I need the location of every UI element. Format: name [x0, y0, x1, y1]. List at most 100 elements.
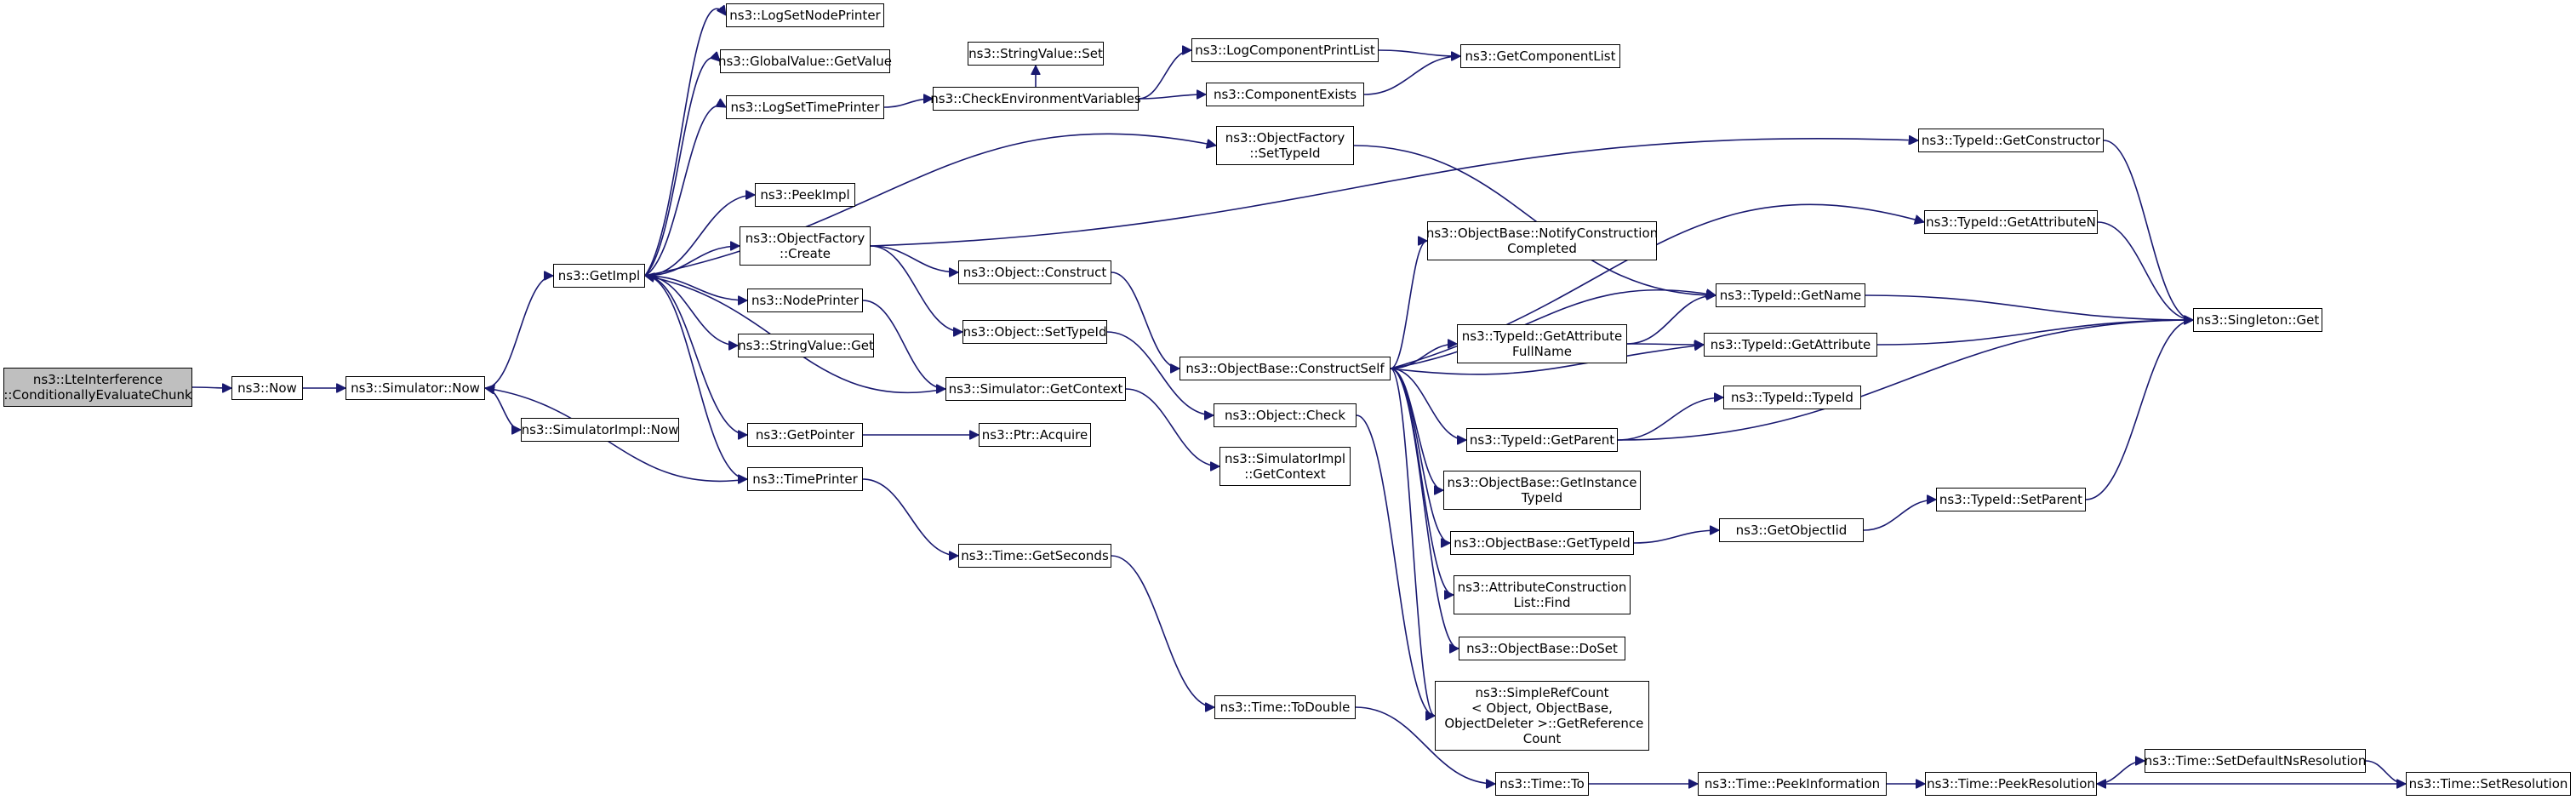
call-edge — [1617, 397, 1723, 441]
call-edge — [1633, 530, 1719, 544]
call-edge — [1390, 368, 1466, 440]
function-node[interactable]: ns3::LogSetNodePrinter — [726, 3, 884, 27]
call-edge — [862, 478, 958, 556]
function-node[interactable]: ns3::Object::Construct — [958, 260, 1111, 284]
call-edge — [1125, 388, 1219, 466]
function-node[interactable]: ns3::Ptr::Acquire — [979, 423, 1091, 447]
function-node[interactable]: ns3::Time::SetDefaultNsResolution — [2145, 749, 2366, 773]
call-edge — [1363, 56, 1460, 95]
function-node[interactable]: ns3::Object::SetTypeId — [962, 320, 1107, 344]
call-edge — [1355, 706, 1495, 784]
function-node[interactable]: ns3::TypeId::GetName — [1716, 283, 1865, 307]
function-node[interactable]: ns3::SimulatorImpl ::GetContext — [1219, 447, 1351, 486]
function-node[interactable]: ns3::Time::GetSeconds — [958, 544, 1111, 568]
function-node[interactable]: ns3::NodePrinter — [747, 289, 863, 312]
call-edge — [1626, 344, 1704, 345]
function-node[interactable]: ns3::ObjectBase::DoSet — [1459, 637, 1625, 660]
call-edge — [870, 139, 1918, 247]
call-edge — [644, 246, 740, 277]
call-edge — [644, 133, 1216, 277]
call-edge — [1617, 320, 2193, 441]
call-edge — [1378, 49, 1460, 56]
function-node[interactable]: ns3::GetComponentList — [1460, 44, 1620, 68]
function-node[interactable]: ns3::Object::Check — [1214, 403, 1357, 427]
call-edge — [644, 106, 726, 277]
root-function-node: ns3::LteInterference ::ConditionallyEval… — [3, 368, 192, 407]
call-edge — [1390, 290, 1716, 369]
function-node[interactable]: ns3::ObjectBase::ConstructSelf — [1179, 357, 1391, 380]
function-node[interactable]: ns3::Singleton::Get — [2193, 308, 2322, 332]
function-node[interactable]: ns3::ComponentExists — [1206, 83, 1364, 106]
function-node[interactable]: ns3::ObjectBase::GetTypeId — [1450, 531, 1634, 555]
function-node[interactable]: ns3::AttributeConstruction List::Find — [1454, 575, 1631, 614]
function-node[interactable]: ns3::TypeId::GetConstructor — [1918, 129, 2104, 152]
call-edge — [1863, 500, 1936, 531]
function-node[interactable]: ns3::ObjectFactory ::SetTypeId — [1216, 126, 1354, 165]
call-edge — [883, 99, 933, 108]
call-edge — [1106, 331, 1214, 415]
call-edge — [644, 58, 720, 277]
call-edge — [1865, 294, 2193, 320]
call-edge — [1390, 368, 1436, 716]
function-node[interactable]: ns3::GetImpl — [553, 264, 645, 288]
call-edge — [1138, 94, 1206, 100]
call-edge — [1390, 344, 1457, 369]
function-node[interactable]: ns3::CheckEnvironmentVariables — [930, 87, 1141, 111]
call-edge — [1390, 368, 1459, 649]
call-edge — [1138, 50, 1192, 100]
function-node[interactable]: ns3::Simulator::GetContext — [945, 377, 1126, 401]
call-edge — [644, 275, 747, 435]
call-edge — [1111, 555, 1214, 707]
call-edge — [1626, 295, 1716, 345]
call-edge — [2096, 761, 2145, 785]
function-node[interactable]: ns3::Time::PeekInformation — [1698, 772, 1887, 796]
call-edge — [2085, 320, 2193, 500]
call-edge — [484, 276, 554, 389]
call-edge — [1390, 241, 1428, 369]
function-node[interactable]: ns3::ObjectFactory ::Create — [740, 226, 871, 266]
call-edges — [191, 9, 2407, 785]
call-edge — [2097, 221, 2193, 320]
function-node[interactable]: ns3::LogComponentPrintList — [1191, 38, 1379, 62]
function-node[interactable]: ns3::PeekImpl — [755, 183, 855, 207]
function-node[interactable]: ns3::TypeId::GetAttribute FullName — [1457, 324, 1627, 363]
function-node[interactable]: ns3::TypeId::GetAttribute — [1704, 333, 1877, 357]
call-edge — [644, 275, 747, 479]
call-edge — [2103, 140, 2194, 320]
function-node[interactable]: ns3::Now — [231, 376, 303, 400]
function-node[interactable]: ns3::TypeId::SetParent — [1936, 488, 2086, 511]
function-node[interactable]: ns3::SimpleRefCount < Object, ObjectBase… — [1435, 681, 1649, 751]
call-edge — [644, 9, 726, 277]
function-node[interactable]: ns3::GetObjectIid — [1719, 518, 1864, 542]
function-node[interactable]: ns3::TimePrinter — [747, 467, 863, 491]
function-node[interactable]: ns3::ObjectBase::GetInstance TypeId — [1443, 471, 1641, 510]
function-node[interactable]: ns3::GlobalValue::GetValue — [718, 49, 892, 73]
function-node[interactable]: ns3::SimulatorImpl::Now — [521, 418, 679, 442]
call-edge — [862, 300, 945, 389]
function-node[interactable]: ns3::Time::ToDouble — [1214, 695, 1356, 719]
function-node[interactable]: ns3::Simulator::Now — [346, 376, 485, 400]
function-node[interactable]: ns3::Time::SetResolution — [2406, 772, 2571, 796]
call-edge — [1876, 320, 2193, 346]
call-edge — [1356, 414, 1436, 716]
function-node[interactable]: ns3::TypeId::GetAttributeN — [1924, 210, 2098, 234]
call-edge — [1353, 145, 1716, 295]
call-edge — [485, 388, 748, 483]
function-node[interactable]: ns3::LogSetTimePrinter — [726, 95, 884, 119]
function-node[interactable]: ns3::Time::To — [1495, 772, 1589, 796]
function-node[interactable]: ns3::StringValue::Get — [738, 334, 874, 357]
function-node[interactable]: ns3::TypeId::GetParent — [1466, 428, 1618, 452]
function-node[interactable]: ns3::TypeId::TypeId — [1723, 386, 1861, 409]
call-edge — [870, 245, 958, 272]
function-node[interactable]: ns3::Time::PeekResolution — [1925, 772, 2097, 796]
call-edge — [191, 387, 231, 388]
function-node[interactable]: ns3::GetPointer — [747, 423, 863, 447]
call-edge — [1390, 345, 1704, 375]
function-node[interactable]: ns3::ObjectBase::NotifyConstruction Comp… — [1426, 221, 1658, 260]
call-edge — [644, 275, 747, 300]
function-node[interactable]: ns3::StringValue::Set — [968, 42, 1104, 66]
call-edge — [870, 245, 962, 332]
call-edge — [1111, 271, 1180, 369]
call-edge — [2365, 760, 2407, 784]
